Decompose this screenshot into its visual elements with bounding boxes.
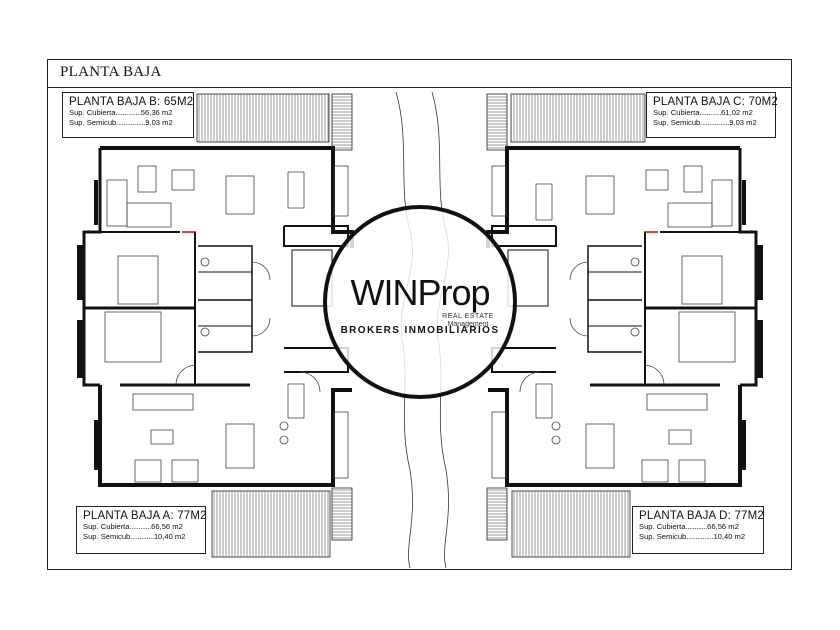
title-band: PLANTA BAJA [48,60,791,88]
unit-a-semi-label: Sup. Semicub [83,532,131,541]
unit-c-semi-dots: ................ [700,118,730,127]
unit-a-covered-dots: ............ [129,522,152,531]
watermark-subtitle: BROKERS INMOBILIARIOS [341,325,500,336]
unit-b-covered-dots: .............. [115,108,141,117]
unit-b-covered-value: 56,36 m2 [140,108,173,117]
unit-a-name: PLANTA BAJA A: 77M2 [83,510,207,522]
unit-b-semi-dots: ................ [116,118,146,127]
unit-d-name: PLANTA BAJA D: 77M2 [639,510,765,522]
unit-a-covered-value: 66,56 m2 [151,522,183,531]
terraces [196,93,646,558]
unit-d-semi-label: Sup. Semicub [639,532,687,541]
walls-left [77,146,354,487]
unit-a-semi-dots: ............. [130,532,154,541]
unit-box-a: PLANTA BAJA A: 77M2 Sup. Cubierta.......… [76,506,207,554]
unit-d-row-semi: Sup. Semicub...............10,40 m2 [639,532,757,542]
unit-d-covered-label: Sup. Cubierta [639,522,686,531]
unit-c-row-semi: Sup. Semicub................9,03 m2 [653,118,769,128]
page-title: PLANTA BAJA [60,64,162,80]
unit-c-row-covered: Sup. Cubierta............61,02 m2 [653,108,769,118]
unit-b-covered-label: Sup. Cubierta [69,108,116,117]
unit-b-semi-value: 9,03 m2 [145,118,173,127]
unit-c-semi-value: 9,03 m2 [729,118,757,127]
unit-c-covered-value: 61,02 m2 [721,108,753,117]
unit-b-row-covered: Sup. Cubierta..............56,36 m2 [69,108,187,118]
drawing-frame: PLANTA BAJA [47,59,792,570]
unit-d-row-covered: Sup. Cubierta............66,56 m2 [639,522,757,532]
watermark-logo: WINProp REAL ESTATE Management BROKERS I… [323,205,517,399]
unit-a-semi-value: 10,40 m2 [153,532,186,541]
unit-d-semi-dots: ............... [686,532,714,541]
unit-a-row-covered: Sup. Cubierta............66,56 m2 [83,522,199,532]
unit-box-d: PLANTA BAJA D: 77M2 Sup. Cubierta.......… [632,506,764,554]
unit-b-row-semi: Sup. Semicub................9,03 m2 [69,118,187,128]
unit-c-name: PLANTA BAJA C: 70M2 [653,96,779,108]
unit-d-semi-value: 10,40 m2 [713,532,746,541]
walls-right [486,146,763,487]
unit-c-covered-label: Sup. Cubierta [653,108,700,117]
unit-d-covered-value: 66,56 m2 [707,522,739,531]
unit-b-semi-label: Sup. Semicub [69,118,117,127]
unit-box-c: PLANTA BAJA C: 70M2 Sup. Cubierta.......… [646,92,779,138]
unit-a-row-semi: Sup. Semicub.............10,40 m2 [83,532,199,542]
unit-box-b: PLANTA BAJA B: 65M2 Sup. Cubierta.......… [62,92,194,138]
watermark-brand: WINProp [350,272,489,313]
unit-c-semi-label: Sup. Semicub [653,118,701,127]
furniture [104,165,736,483]
unit-d-covered-dots: ............ [685,522,708,531]
unit-b-name: PLANTA BAJA B: 65M2 [69,96,194,108]
door-swings [175,261,665,393]
unit-a-covered-label: Sup. Cubierta [83,522,130,531]
watermark-tagline-2: Management [448,321,489,328]
unit-c-covered-dots: ............ [699,108,722,117]
watermark-tagline-1: REAL ESTATE [442,313,494,320]
